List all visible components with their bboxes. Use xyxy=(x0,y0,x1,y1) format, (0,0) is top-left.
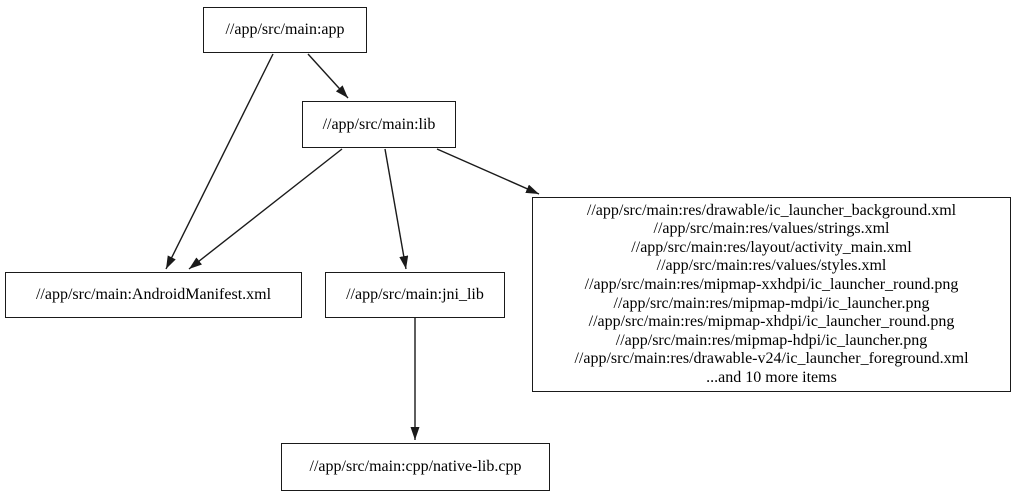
resource-file-line: //app/src/main:res/values/styles.xml xyxy=(656,257,887,275)
node-app-target: //app/src/main:app xyxy=(203,7,367,53)
resource-file-line: //app/src/main:res/drawable-v24/ic_launc… xyxy=(574,350,969,368)
node-android-manifest: //app/src/main:AndroidManifest.xml xyxy=(5,272,302,318)
edge-lib-to-resources xyxy=(436,148,540,195)
edge-app-to-manifest xyxy=(165,53,274,270)
resource-file-line: //app/src/main:res/mipmap-xhdpi/ic_launc… xyxy=(588,313,955,331)
resource-more-items-line: ...and 10 more items xyxy=(706,368,837,386)
node-resources-group: //app/src/main:res/drawable/ic_launcher_… xyxy=(532,197,1011,392)
resource-file-line: //app/src/main:res/values/strings.xml xyxy=(653,220,890,238)
node-jni-lib-label: //app/src/main:jni_lib xyxy=(346,286,484,303)
edge-app-to-lib xyxy=(307,53,349,99)
resource-file-line: //app/src/main:res/mipmap-mdpi/ic_launch… xyxy=(613,294,930,312)
resource-file-line: //app/src/main:res/mipmap-xxhdpi/ic_laun… xyxy=(584,275,959,293)
node-native-lib-cpp: //app/src/main:cpp/native-lib.cpp xyxy=(281,443,550,491)
resource-file-line: //app/src/main:res/mipmap-hdpi/ic_launch… xyxy=(615,331,928,349)
resource-file-line: //app/src/main:res/layout/activity_main.… xyxy=(631,238,912,256)
node-app-label: //app/src/main:app xyxy=(225,21,345,38)
node-jni-lib: //app/src/main:jni_lib xyxy=(325,272,505,318)
edge-lib-to-jni-lib xyxy=(384,148,409,270)
node-lib-target: //app/src/main:lib xyxy=(302,101,456,148)
edge-lib-to-manifest xyxy=(188,148,343,270)
resource-file-line: //app/src/main:res/drawable/ic_launcher_… xyxy=(586,201,957,219)
node-android-manifest-label: //app/src/main:AndroidManifest.xml xyxy=(35,286,272,303)
node-native-lib-cpp-label: //app/src/main:cpp/native-lib.cpp xyxy=(309,458,522,475)
node-lib-label: //app/src/main:lib xyxy=(322,115,436,133)
